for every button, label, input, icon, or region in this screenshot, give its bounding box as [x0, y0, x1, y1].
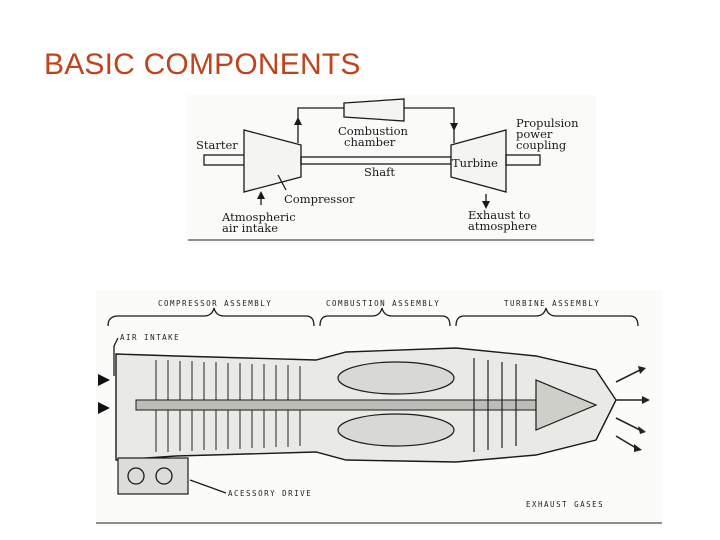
label-turbine-assembly: TURBINE ASSEMBLY [504, 299, 600, 308]
slide-title: BASIC COMPONENTS [44, 48, 361, 82]
label-exhaust-line2: atmosphere [468, 219, 537, 233]
gas-turbine-schematic: Starter Combustion chamber Propulsion po… [186, 95, 596, 245]
label-combustion-line2: chamber [344, 135, 396, 149]
label-exhaust-gases: EXHAUST GASES [526, 500, 604, 509]
label-compressor-assembly: COMPRESSOR ASSEMBLY [158, 299, 272, 308]
label-compressor: Compressor [284, 192, 355, 206]
label-intake-line2: air intake [222, 221, 278, 235]
label-shaft: Shaft [364, 165, 395, 179]
label-starter: Starter [196, 138, 238, 152]
label-air-intake: AIR INTAKE [120, 333, 180, 342]
label-accessory-drive: ACESSORY DRIVE [228, 489, 312, 498]
label-propulsion-line3: coupling [516, 138, 567, 152]
combustion-chamber-shape [344, 99, 404, 121]
label-turbine: Turbine [452, 156, 498, 170]
engine-cutaway-illustration: COMPRESSOR ASSEMBLY COMBUSTION ASSEMBLY … [96, 290, 662, 526]
label-combustion-assembly: COMBUSTION ASSEMBLY [326, 299, 440, 308]
